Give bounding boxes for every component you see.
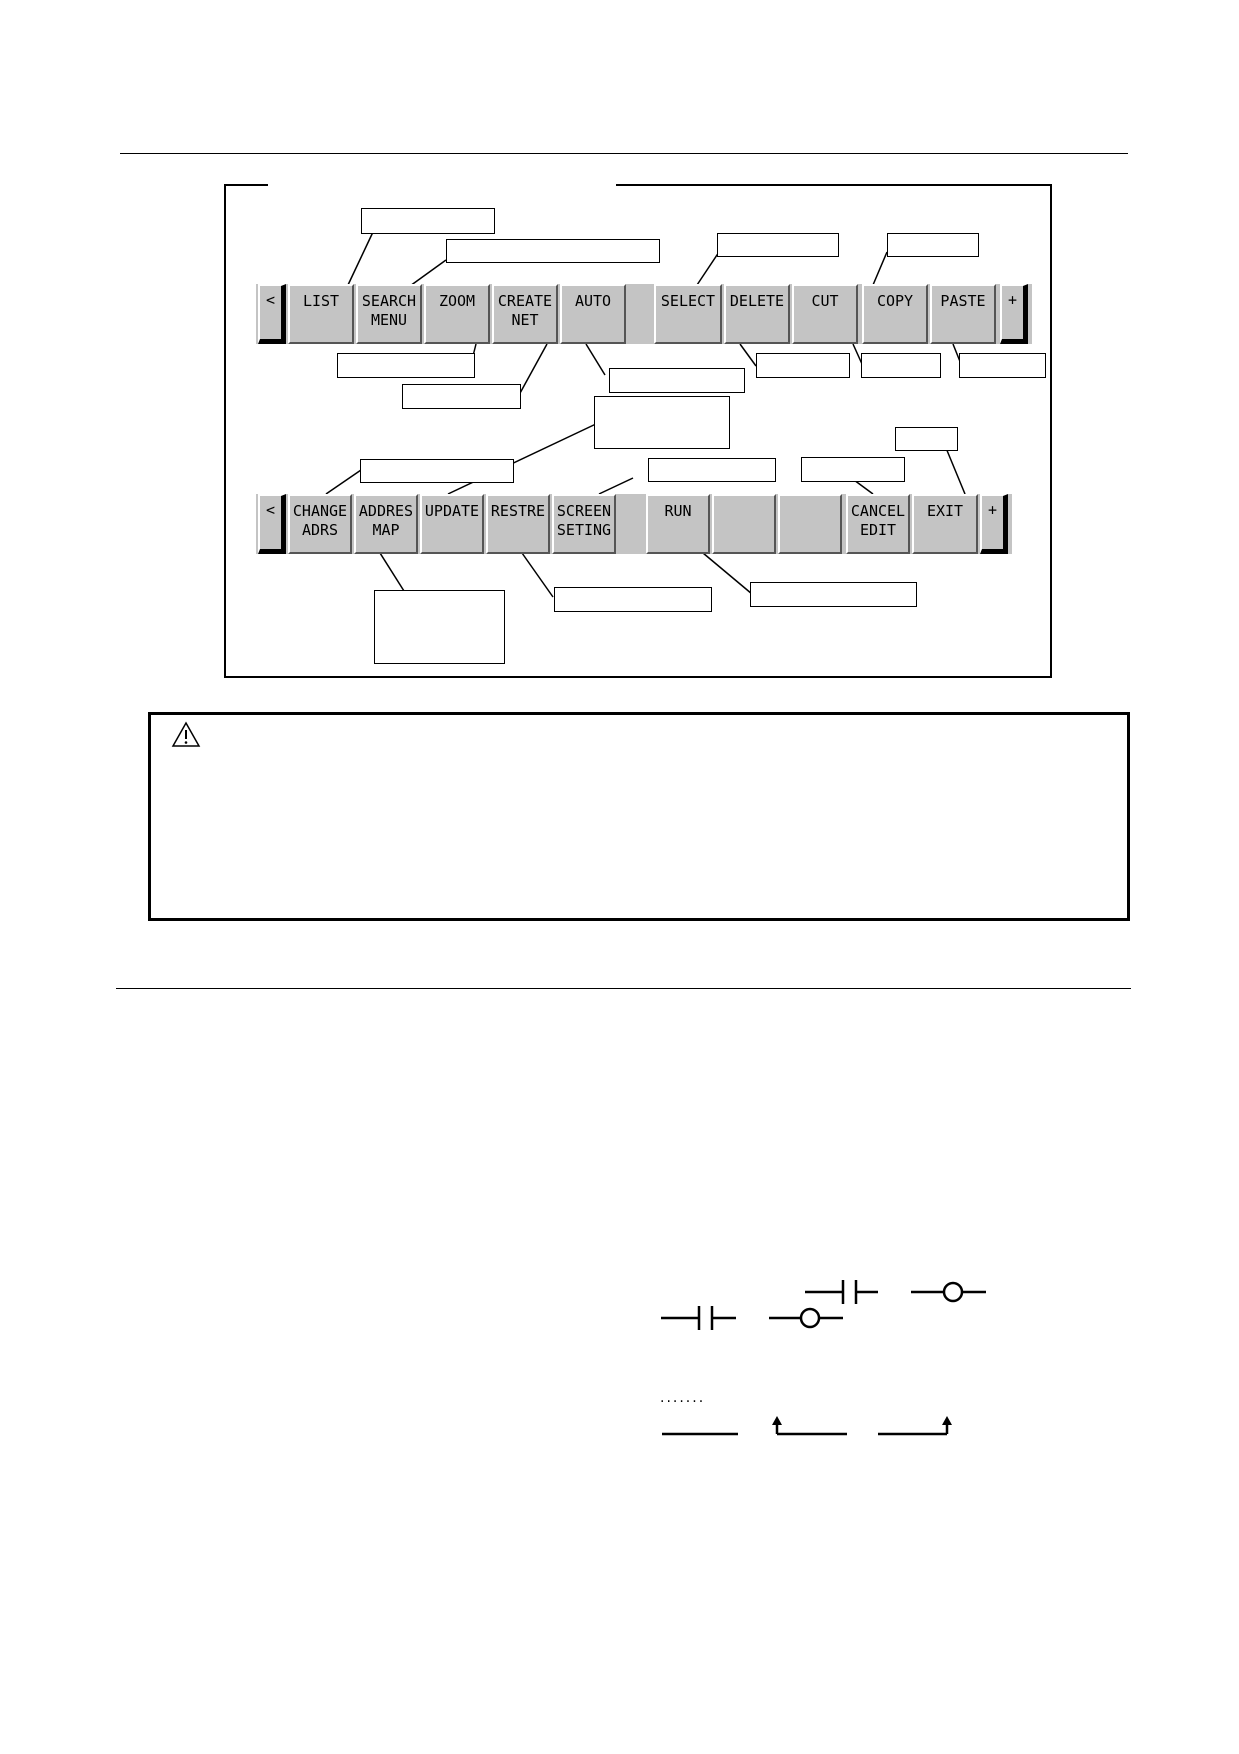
top-rule	[120, 153, 1128, 154]
softkey-paste[interactable]: PASTE	[930, 284, 996, 344]
callout-search-menu	[446, 239, 660, 263]
callout-screen-seting	[648, 458, 776, 482]
dotted-line-symbol: .......	[660, 1390, 706, 1406]
coil-symbol-2	[769, 1307, 843, 1329]
callout-restre	[554, 587, 712, 612]
softkey-run[interactable]: RUN	[646, 494, 710, 554]
softkey-prev-row1[interactable]: <	[258, 284, 286, 344]
section-rule	[116, 988, 1131, 989]
callout-change-adrs	[360, 459, 514, 483]
softkey-delete[interactable]: DELETE	[724, 284, 790, 344]
contact-symbol-1	[805, 1280, 878, 1304]
softkey-exit[interactable]: EXIT	[912, 494, 978, 554]
frame-title-gap	[268, 181, 616, 187]
callout-zoom	[337, 353, 475, 378]
contact-symbol-2	[661, 1306, 736, 1330]
callout-cut	[861, 353, 941, 378]
callout-run	[750, 582, 917, 607]
coil-symbol-1	[911, 1281, 986, 1303]
caution-box	[148, 712, 1130, 921]
callout-auto	[609, 368, 745, 393]
callout-paste	[959, 353, 1046, 378]
softkey-auto[interactable]: AUTO	[560, 284, 626, 344]
softkey-blank-2[interactable]	[778, 494, 842, 554]
softkey-next-row2[interactable]: +	[980, 494, 1008, 554]
softkey-diagram-frame	[224, 184, 1052, 678]
softkey-update[interactable]: UPDATE	[420, 494, 484, 554]
callout-cancel-edit	[801, 457, 905, 482]
callout-update	[594, 396, 730, 449]
softkey-next-row1[interactable]: +	[1000, 284, 1028, 344]
callout-select	[717, 233, 839, 257]
callout-list	[361, 208, 495, 234]
warning-triangle-icon	[171, 721, 201, 747]
branch-up-left-symbol	[772, 1416, 847, 1436]
callout-exit	[895, 427, 958, 451]
branch-up-right-symbol	[878, 1416, 952, 1436]
callout-address-map	[374, 590, 505, 664]
softkey-cut[interactable]: CUT	[792, 284, 858, 344]
softkey-blank-1[interactable]	[712, 494, 776, 554]
softkey-zoom[interactable]: ZOOM	[424, 284, 490, 344]
softkey-select[interactable]: SELECT	[654, 284, 722, 344]
callout-copy	[887, 233, 979, 257]
softkey-prev-row2[interactable]: <	[258, 494, 286, 554]
softkey-copy[interactable]: COPY	[862, 284, 928, 344]
softkey-list[interactable]: LIST	[288, 284, 354, 344]
callout-delete	[756, 353, 850, 378]
softkey-restre[interactable]: RESTRE	[486, 494, 550, 554]
callout-create-net	[402, 384, 521, 409]
